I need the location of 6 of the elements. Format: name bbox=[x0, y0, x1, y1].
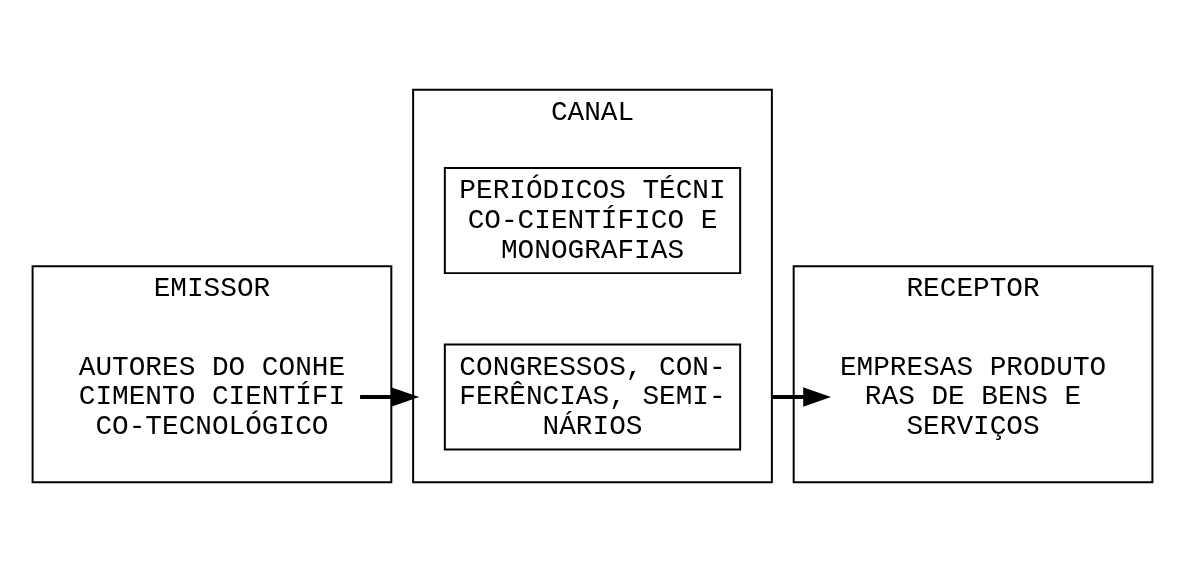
node-text: EMPRESAS PRODUTO RAS DE BENS E SERVIÇOS bbox=[839, 351, 1107, 442]
arrow bbox=[360, 386, 420, 407]
node-box: CONGRESSOS, CON- FERÊNCIAS, SEMI- NÁRIOS bbox=[443, 343, 742, 450]
arrow bbox=[771, 386, 831, 407]
node-box: PERIÓDICOS TÉCNI CO-CIENTÍFICO E MONOGRAFIAS bbox=[443, 166, 742, 274]
node-text: AUTORES DO CONHE CIMENTO CIENTÍFI CO-TECNOLÓGICO bbox=[78, 351, 346, 442]
